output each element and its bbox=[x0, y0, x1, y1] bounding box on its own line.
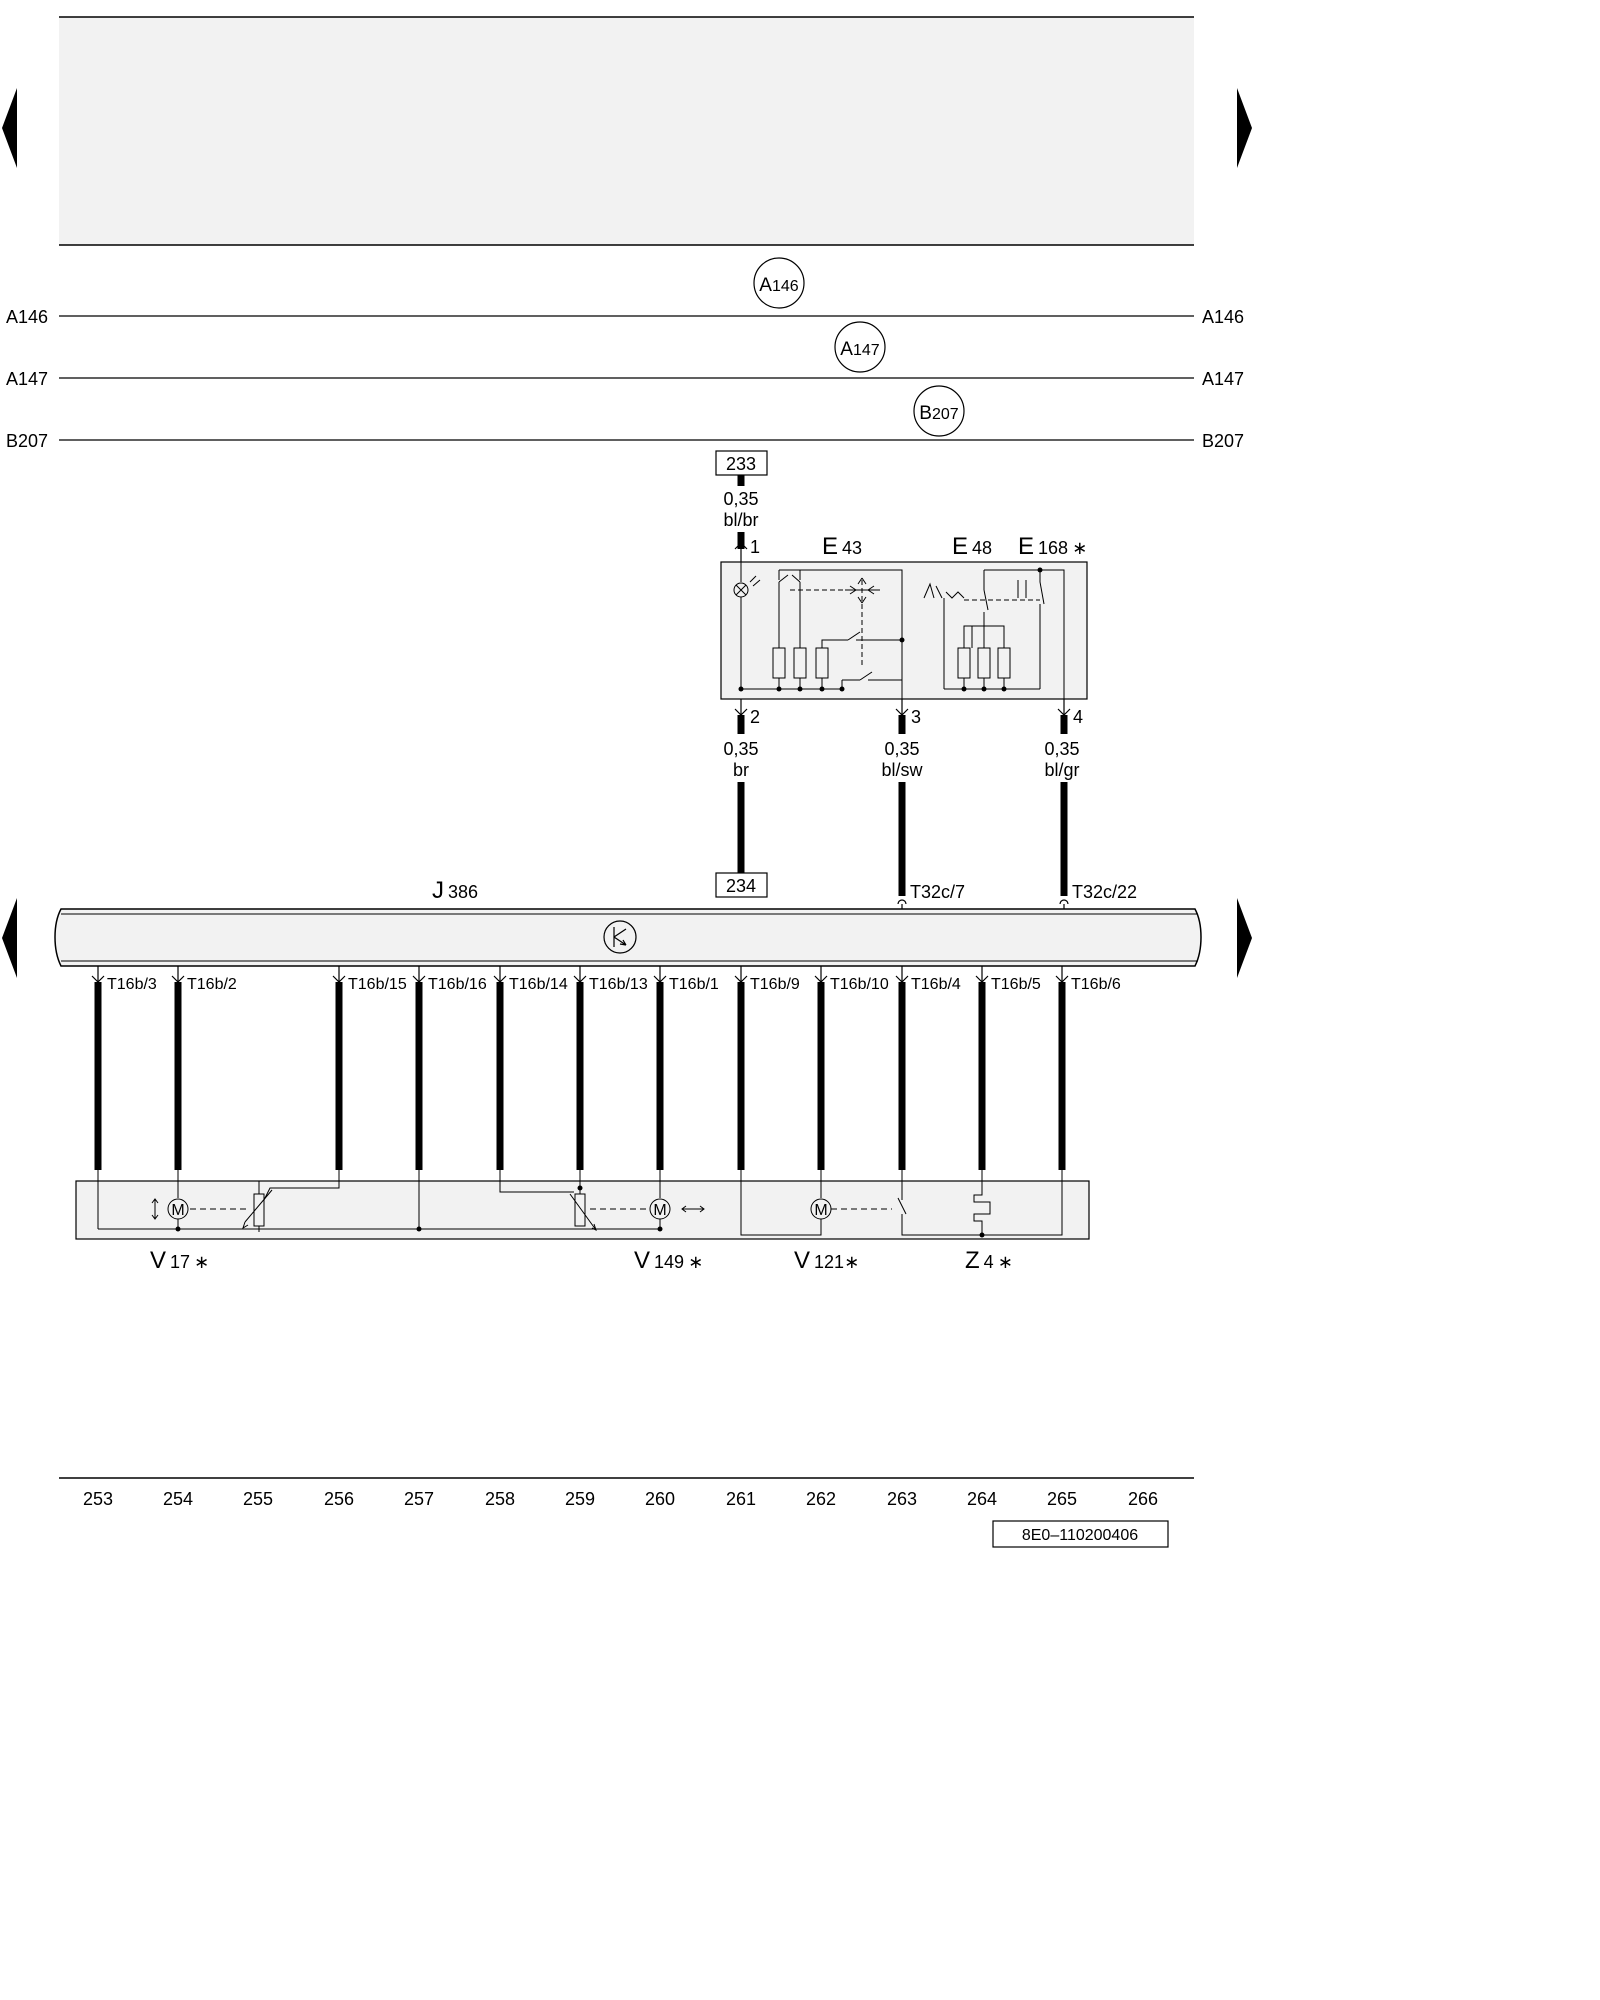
column-number: 260 bbox=[645, 1489, 675, 1509]
wire-4-color: bl/gr bbox=[1044, 760, 1079, 780]
connector-label: T16b/4 bbox=[911, 976, 961, 993]
column-number: 258 bbox=[485, 1489, 515, 1509]
connector-t32c-22: T32c/22 bbox=[1072, 882, 1137, 902]
connector-t32c-7: T32c/7 bbox=[910, 882, 965, 902]
column-number: 259 bbox=[565, 1489, 595, 1509]
doc-code: 8E0–110200406 bbox=[1022, 1527, 1138, 1544]
wire-2-size: 0,35 bbox=[723, 739, 758, 759]
column-numbers: 253 254 255 256 257 258 259 260 261 262 … bbox=[83, 1489, 1158, 1509]
actuator-block[interactable]: M M M bbox=[75, 1170, 1090, 1240]
svg-text:M: M bbox=[653, 1202, 666, 1219]
header-band bbox=[59, 17, 1194, 245]
connector-label: T16b/15 bbox=[348, 976, 407, 993]
busline-tag: B207 bbox=[919, 403, 958, 424]
connector-label: T16b/1 bbox=[669, 976, 719, 993]
wire-3-size: 0,35 bbox=[884, 739, 919, 759]
pins-under-block: 2 3 4 bbox=[734, 699, 1083, 734]
column-number: 265 bbox=[1047, 1489, 1077, 1509]
switch-block[interactable] bbox=[720, 561, 1088, 700]
busline-tag: A146 bbox=[759, 275, 798, 296]
connectors-bottom: T16b/3 T16b/2 T16b/15 T16b/16 T16b/14 T1… bbox=[91, 966, 1121, 1170]
column-number: 257 bbox=[404, 1489, 434, 1509]
wire-2-color: br bbox=[733, 760, 749, 780]
pin-4-label: 4 bbox=[1073, 707, 1083, 727]
connector-label: T16b/9 bbox=[750, 976, 800, 993]
busline-label-right: A147 bbox=[1202, 369, 1244, 389]
busline-tag: A147 bbox=[840, 339, 879, 360]
pin-1-label: 1 bbox=[750, 537, 760, 557]
busline-label-left: A146 bbox=[6, 307, 48, 327]
prev-page-arrow-icon[interactable] bbox=[2, 88, 17, 168]
pin-2-label: 2 bbox=[750, 707, 760, 727]
busline-a147: A147 A147 A147 bbox=[6, 321, 1244, 389]
connector-label: T16b/6 bbox=[1071, 976, 1121, 993]
connector-label: T16b/10 bbox=[830, 976, 889, 993]
busline-label-left: B207 bbox=[6, 431, 48, 451]
connector-label: T16b/13 bbox=[589, 976, 648, 993]
busline-label-left: A147 bbox=[6, 369, 48, 389]
column-number: 255 bbox=[243, 1489, 273, 1509]
connector-label: T16b/5 bbox=[991, 976, 1041, 993]
wire-1-color: bl/br bbox=[723, 510, 758, 530]
wiring-diagram: A146 A146 A146 A147 A147 A147 B207 B207 … bbox=[2, 16, 1252, 1548]
busline-b207: B207 B207 B207 bbox=[6, 385, 1244, 451]
prev-page-arrow-icon-lower[interactable] bbox=[2, 898, 17, 978]
column-number: 256 bbox=[324, 1489, 354, 1509]
ref-box-bottom[interactable] bbox=[715, 872, 768, 898]
busline-label-right: B207 bbox=[1202, 431, 1244, 451]
wire-3-color: bl/sw bbox=[881, 760, 923, 780]
column-number: 254 bbox=[163, 1489, 193, 1509]
connector-label: T16b/2 bbox=[187, 976, 237, 993]
column-number: 261 bbox=[726, 1489, 756, 1509]
svg-text:M: M bbox=[814, 1202, 827, 1219]
doc-code-box bbox=[992, 1520, 1169, 1548]
wire-4-size: 0,35 bbox=[1044, 739, 1079, 759]
next-page-arrow-icon-lower[interactable] bbox=[1237, 898, 1252, 978]
wire-1-size: 0,35 bbox=[723, 489, 758, 509]
pin-3-label: 3 bbox=[911, 707, 921, 727]
ref-box-bottom-label: 234 bbox=[726, 876, 756, 896]
busline-label-right: A146 bbox=[1202, 307, 1244, 327]
column-number: 264 bbox=[967, 1489, 997, 1509]
connector-label: T16b/3 bbox=[107, 976, 157, 993]
transistor-icon bbox=[603, 920, 637, 954]
svg-text:M: M bbox=[171, 1202, 184, 1219]
connector-label: T16b/14 bbox=[509, 976, 568, 993]
column-number: 262 bbox=[806, 1489, 836, 1509]
connector-label: T16b/16 bbox=[428, 976, 487, 993]
next-page-arrow-icon[interactable] bbox=[1237, 88, 1252, 168]
column-number: 263 bbox=[887, 1489, 917, 1509]
control-unit-j386[interactable] bbox=[54, 908, 1202, 967]
column-number: 266 bbox=[1128, 1489, 1158, 1509]
ref-box-top[interactable] bbox=[715, 450, 768, 476]
column-number: 253 bbox=[83, 1489, 113, 1509]
ref-box-top-label: 233 bbox=[726, 454, 756, 474]
busline-a146: A146 A146 A146 bbox=[6, 257, 1244, 327]
